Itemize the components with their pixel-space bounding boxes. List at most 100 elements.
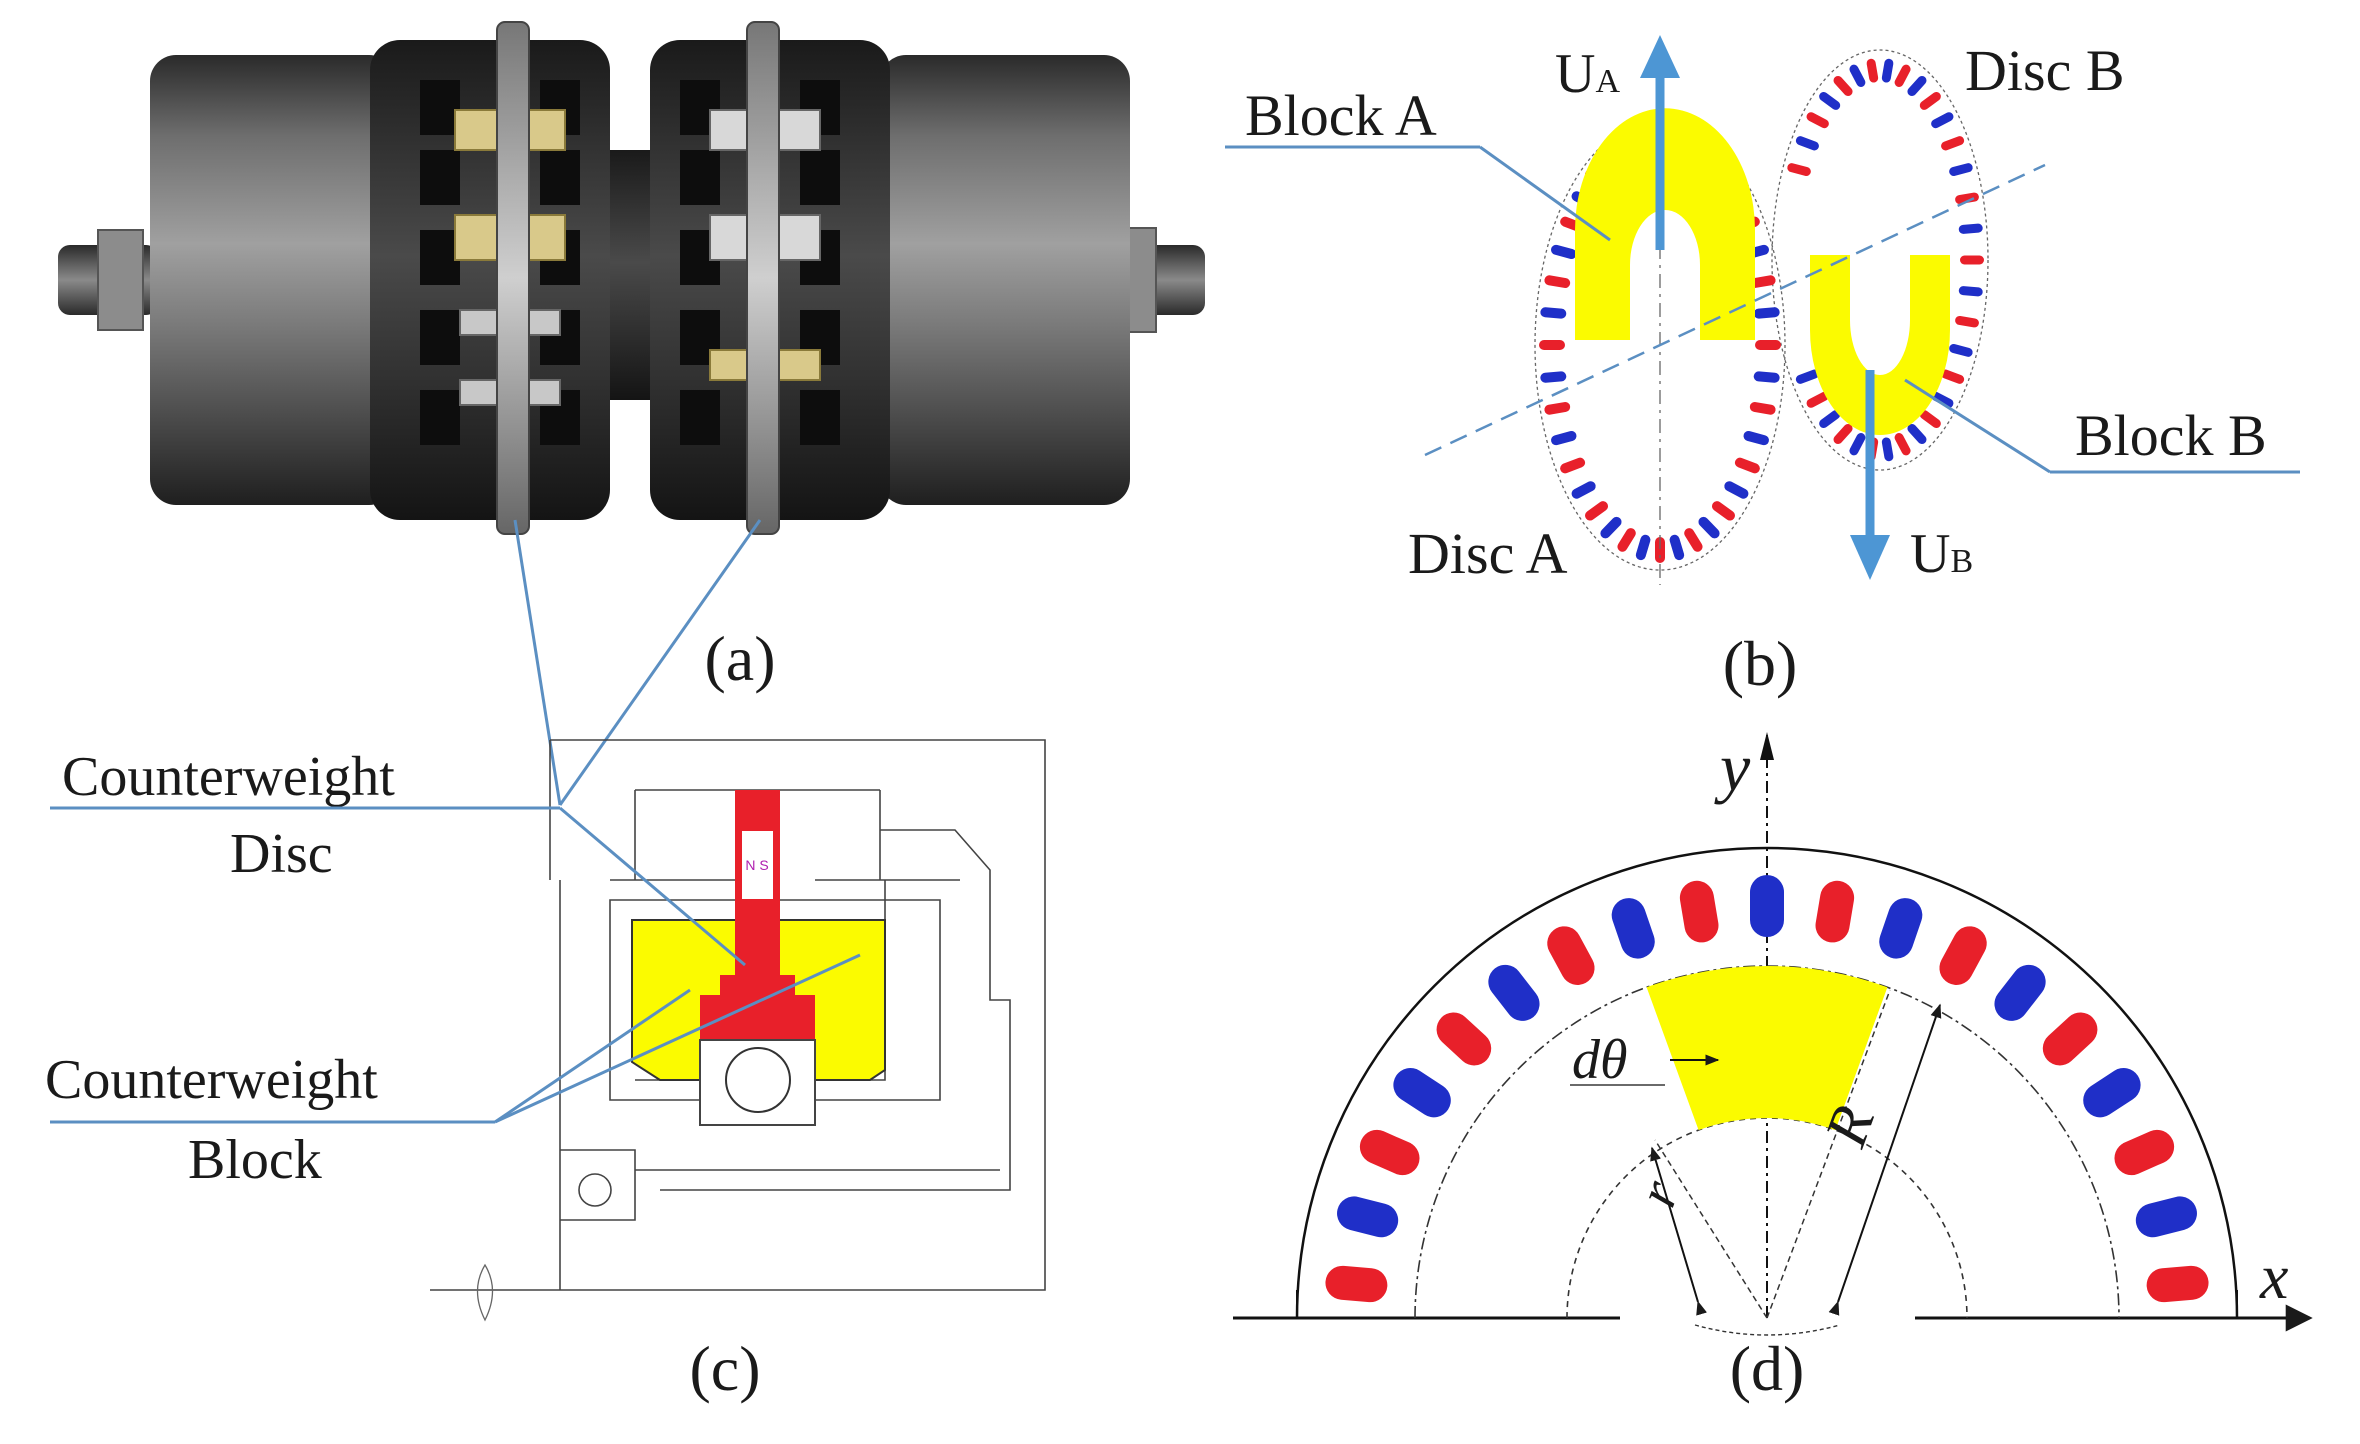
magnet-pole — [1931, 112, 1954, 129]
magnet-pole — [1866, 58, 1879, 83]
magnet-label: N S — [745, 857, 768, 873]
bottom-small-arc — [1694, 1324, 1841, 1336]
panel-c-section: N S — [430, 739, 1046, 1322]
magnet-pole — [1617, 528, 1636, 552]
caption-b: (b) — [1723, 628, 1798, 699]
magnet-pole — [1540, 307, 1567, 319]
disc-a-magnets — [1539, 127, 1781, 563]
magnet-pole — [1734, 457, 1760, 474]
magnet-pole — [1544, 401, 1571, 415]
counterweight-block-label-1: Counterweight — [45, 1049, 378, 1111]
magnet-pole — [1941, 369, 1965, 384]
disc-b-magnets — [1787, 58, 1984, 462]
magnet-pole — [1931, 391, 1954, 408]
magnet-pole — [1806, 112, 1829, 129]
magnet-pole — [1755, 340, 1781, 350]
dtheta-label: dθ — [1572, 1029, 1628, 1091]
block-sector-yellow — [1646, 965, 1888, 1131]
magnet-pole — [1949, 163, 1973, 176]
magnet-pole — [1919, 410, 1941, 429]
magnet-pole — [1919, 91, 1941, 110]
left-disc — [496, 21, 530, 535]
magnet-pole — [2042, 1012, 2098, 1066]
magnet-pole — [1833, 423, 1853, 445]
magnet-pole — [1684, 528, 1703, 552]
block-a-label: Block A — [1245, 83, 1437, 148]
counterweight-disc-label-1: Counterweight — [62, 746, 395, 808]
magnet-pole — [1849, 64, 1866, 87]
magnet-pole — [1819, 410, 1841, 429]
magnet-pole — [1894, 433, 1911, 456]
radius-r-line — [1654, 1139, 1768, 1319]
magnet-pole — [1635, 534, 1651, 561]
panel-a-render — [58, 21, 1205, 535]
ub-arrow-head — [1850, 535, 1890, 580]
magnet-pole — [1958, 286, 1983, 297]
magnet-pole — [1571, 481, 1596, 499]
magnet-pole — [1958, 223, 1983, 234]
magnet-pole — [1669, 534, 1685, 561]
magnet-pole — [1753, 371, 1780, 383]
counterweight-disc-red — [700, 790, 815, 1040]
magnet-pole — [1907, 423, 1927, 445]
magnet-pole — [1879, 898, 1923, 959]
disc-b-label: Disc B — [1965, 38, 2125, 103]
magnet-pole — [1393, 1068, 1451, 1118]
magnet-pole — [1743, 430, 1769, 446]
block-b-yellow — [1810, 255, 1950, 435]
leader-block-1 — [494, 988, 691, 1124]
magnet-pole — [1547, 926, 1595, 985]
left-cylinder — [150, 55, 395, 505]
leader-block-a-2 — [1479, 145, 1611, 242]
x-axis-label: x — [2259, 1241, 2288, 1312]
half-disc-magnets — [1325, 875, 2209, 1303]
inner-arc — [1566, 1117, 1968, 1319]
magnet-pole — [1894, 64, 1911, 87]
left-nut — [97, 229, 144, 331]
magnet-window — [740, 829, 775, 901]
magnet-pole — [1325, 1265, 1388, 1303]
center-dash-line — [1424, 163, 2046, 457]
magnet-pole — [1795, 136, 1819, 151]
counterweight-block-label-2: Block — [188, 1129, 322, 1191]
magnet-pole — [1955, 315, 1979, 328]
ub-label: UB — [1910, 523, 1973, 585]
magnet-pole — [1955, 192, 1979, 205]
R-label: R — [1812, 1097, 1887, 1155]
magnet-pole — [1941, 136, 1965, 151]
magnet-pole — [1949, 344, 1973, 357]
disc-b-outline — [1771, 49, 1989, 471]
magnet-pole — [1544, 275, 1571, 289]
magnet-pole — [1551, 244, 1577, 260]
block-b-label: Block B — [2075, 403, 2267, 468]
panel-b-discs — [1424, 35, 2046, 585]
counterweight-disc-label-2: Disc — [230, 823, 333, 885]
magnet-pole — [1539, 340, 1565, 350]
magnet-pole — [1585, 501, 1608, 521]
magnet-pole — [1960, 255, 1984, 265]
magnet-pole — [1907, 75, 1927, 97]
caption-d: (d) — [1730, 1333, 1805, 1404]
magnet-pole — [2146, 1265, 2209, 1303]
r-label: r — [1626, 1173, 1692, 1215]
magnet-pole — [1679, 880, 1719, 943]
magnet-pole — [2114, 1129, 2175, 1176]
magnet-pole — [1749, 401, 1776, 415]
magnet-pole — [2083, 1068, 2141, 1118]
magnet-pole — [1560, 457, 1586, 474]
y-axis-label: y — [1714, 729, 1751, 805]
magnet-pole — [1939, 926, 1987, 985]
block-a-yellow — [1575, 108, 1755, 341]
magnet-pole — [1749, 275, 1776, 289]
magnet-pole — [1359, 1129, 1420, 1176]
magnet-pole — [1849, 433, 1866, 456]
magnet-pole — [1815, 880, 1855, 943]
magnet-pole — [1806, 391, 1829, 408]
magnet-pole — [1787, 163, 1811, 176]
magnet-pole — [1724, 481, 1749, 499]
magnet-pole — [1795, 369, 1819, 384]
right-cylinder — [880, 55, 1130, 505]
outer-arc — [1295, 846, 2239, 1319]
magnet-pole — [1551, 430, 1577, 446]
